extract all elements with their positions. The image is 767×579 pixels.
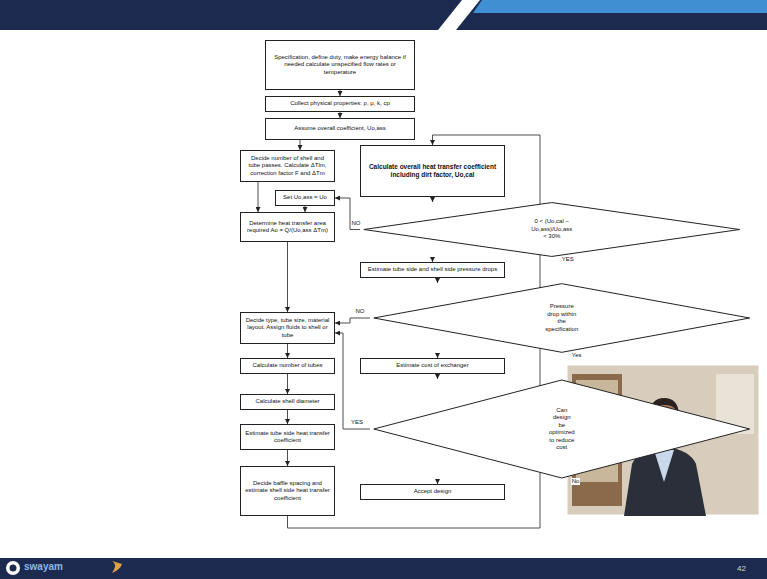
flow-arrow bbox=[335, 333, 370, 429]
node-text: Estimate cost of exchanger bbox=[396, 362, 468, 370]
banner-stripe bbox=[438, 0, 480, 30]
process-box: Accept design bbox=[360, 484, 505, 500]
diamond-shape bbox=[364, 203, 740, 257]
process-box: Decide number of shell and tube passes. … bbox=[240, 150, 335, 182]
shirt bbox=[654, 450, 674, 482]
process-box: Calculate number of tubes bbox=[240, 358, 335, 374]
logo-icon bbox=[112, 561, 122, 573]
flow-arrow bbox=[258, 182, 259, 212]
banner-accent bbox=[473, 0, 767, 13]
edge-label: Yes bbox=[571, 352, 583, 359]
node-text: Decide number of shell and tube passes. … bbox=[245, 155, 330, 178]
node-text: Decide type, tube size, material layout.… bbox=[245, 317, 330, 340]
node-text: Specification, define duty, make energy … bbox=[270, 54, 410, 77]
process-box: Determine heat transfer area required Ao… bbox=[240, 212, 335, 242]
bottom-bar bbox=[0, 558, 767, 579]
node-text: 0 < (Uo,cal − Uo,ass)/Uo,ass < 30% bbox=[531, 218, 572, 241]
flow-arrow bbox=[287, 450, 288, 466]
flow-arrow bbox=[287, 374, 288, 394]
process-box: Decide baffle spacing and estimate shell… bbox=[240, 466, 335, 516]
process-box: Estimate tube side and shell side pressu… bbox=[360, 262, 505, 278]
node-text: Pressure drop within the specification bbox=[545, 303, 578, 333]
flow-arrow bbox=[432, 197, 433, 202]
flow-arrow bbox=[437, 278, 438, 283]
edge-label: NO bbox=[355, 308, 366, 315]
node-text: Decide baffle spacing and estimate shell… bbox=[245, 480, 330, 503]
node-text: Calculate overall heat transfer coeffici… bbox=[365, 163, 500, 179]
node-text: Calculate shell diameter bbox=[255, 398, 319, 406]
node-text: Calculate number of tubes bbox=[252, 362, 322, 370]
process-box: Assume overall coefficient, Uo,ass bbox=[265, 118, 415, 140]
top-banner bbox=[0, 0, 767, 30]
slide-number: 42 bbox=[737, 564, 746, 573]
flow-arrow bbox=[437, 374, 438, 379]
node-text: Set Uo,ass = Uo bbox=[283, 194, 327, 202]
process-box: Calculate overall heat transfer coeffici… bbox=[360, 145, 505, 197]
logo-circle-inner bbox=[10, 565, 17, 572]
process-box: Specification, define duty, make energy … bbox=[265, 40, 415, 90]
flow-arrow bbox=[300, 140, 301, 150]
decision-diamond: 0 < (Uo,cal − Uo,ass)/Uo,ass < 30% bbox=[360, 202, 744, 257]
process-box: Estimate cost of exchanger bbox=[360, 358, 505, 374]
edge-label: YES bbox=[350, 419, 364, 426]
flow-arrow bbox=[287, 410, 288, 424]
process-box: Estimate tube side heat transfer coeffic… bbox=[240, 424, 335, 450]
edge-label: NO bbox=[351, 220, 362, 227]
process-box: Collect physical properties: ρ, μ, k, cp bbox=[265, 96, 415, 112]
process-box: Set Uo,ass = Uo bbox=[275, 190, 335, 206]
flow-arrow bbox=[287, 242, 288, 312]
node-text: Can design be optimized to reduce cost bbox=[549, 407, 575, 452]
node-text: Accept design bbox=[414, 488, 452, 496]
node-text: Estimate tube side heat transfer coeffic… bbox=[245, 430, 330, 445]
flow-arrow bbox=[287, 344, 288, 358]
logo-circle bbox=[6, 561, 20, 575]
node-text: Determine heat transfer area required Ao… bbox=[245, 220, 330, 235]
decision-diamond: Pressure drop within the specification bbox=[370, 283, 754, 353]
edge-label: No bbox=[571, 478, 581, 485]
edge-label: YES bbox=[561, 256, 575, 263]
node-text: Assume overall coefficient, Uo,ass bbox=[294, 125, 386, 133]
flow-arrow bbox=[335, 318, 370, 323]
node-text: Estimate tube side and shell side pressu… bbox=[368, 266, 497, 274]
process-box: Decide type, tube size, material layout.… bbox=[240, 312, 335, 344]
logo-text: swayam bbox=[24, 561, 63, 572]
process-box: Calculate shell diameter bbox=[240, 394, 335, 410]
diamond-shape bbox=[374, 284, 750, 353]
node-text: Collect physical properties: ρ, μ, k, cp bbox=[290, 100, 390, 108]
diamond-shape bbox=[374, 380, 750, 478]
decision-diamond: Can design be optimized to reduce cost bbox=[370, 379, 754, 479]
